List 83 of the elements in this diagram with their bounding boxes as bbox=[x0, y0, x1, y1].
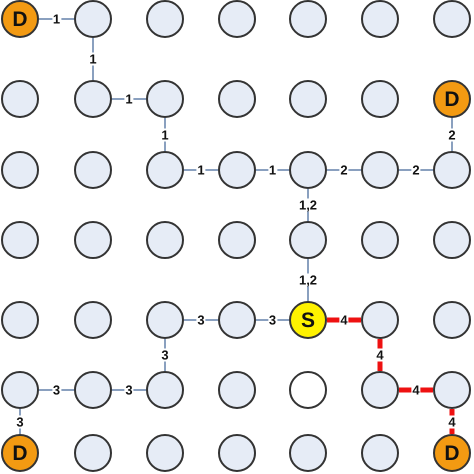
edge-label: 4 bbox=[411, 384, 421, 396]
node-circle bbox=[146, 371, 184, 409]
node-label: D bbox=[12, 442, 28, 464]
node-circle bbox=[1, 80, 39, 118]
node-circle bbox=[218, 371, 256, 409]
node-label: D bbox=[444, 88, 460, 110]
node-circle bbox=[74, 301, 112, 339]
node-circle bbox=[74, 434, 112, 472]
node-circle bbox=[1, 371, 39, 409]
node-circle bbox=[361, 371, 399, 409]
node-circle bbox=[289, 371, 327, 409]
node-circle bbox=[74, 151, 112, 189]
edge-label: 4 bbox=[375, 348, 385, 362]
edge-label: 4 bbox=[447, 415, 457, 428]
node-circle bbox=[433, 0, 471, 38]
edge-label: 3 bbox=[124, 384, 134, 396]
node-circle bbox=[289, 434, 327, 472]
node-circle bbox=[146, 151, 184, 189]
edge-label: 1 bbox=[52, 12, 62, 26]
edge-label: 4 bbox=[339, 314, 349, 326]
node-circle bbox=[218, 301, 256, 339]
connector-line bbox=[256, 169, 289, 171]
edge-label: 3 bbox=[15, 415, 25, 428]
node-circle bbox=[361, 434, 399, 472]
node-circle bbox=[289, 301, 327, 339]
node-circle bbox=[361, 151, 399, 189]
node-circle bbox=[289, 151, 327, 189]
node-label: S bbox=[300, 310, 315, 330]
node-circle bbox=[1, 221, 39, 259]
node-circle bbox=[146, 434, 184, 472]
node-circle bbox=[433, 371, 471, 409]
node-circle bbox=[74, 0, 112, 38]
node-circle bbox=[74, 221, 112, 259]
node-circle bbox=[1, 0, 39, 38]
connector-line bbox=[112, 98, 146, 100]
node-circle bbox=[146, 80, 184, 118]
node-circle bbox=[433, 434, 471, 472]
connector-line bbox=[307, 259, 309, 301]
connector-line bbox=[39, 18, 74, 20]
node-circle bbox=[433, 151, 471, 189]
node-circle bbox=[146, 301, 184, 339]
node-circle bbox=[361, 80, 399, 118]
connector-line bbox=[307, 189, 309, 221]
edge-label: 1 bbox=[124, 92, 134, 106]
connector-line bbox=[327, 318, 361, 322]
node-circle bbox=[218, 434, 256, 472]
edge-label: 1,2 bbox=[298, 198, 318, 212]
node-circle bbox=[433, 301, 471, 339]
node-circle bbox=[433, 80, 471, 118]
node-circle bbox=[74, 80, 112, 118]
edge-label: 2 bbox=[411, 164, 421, 176]
node-circle bbox=[218, 80, 256, 118]
edge-label: 3 bbox=[268, 314, 278, 326]
node-circle bbox=[433, 221, 471, 259]
connector-line bbox=[184, 169, 218, 171]
node-label: D bbox=[444, 442, 460, 464]
edge-label: 3 bbox=[196, 314, 206, 326]
node-circle bbox=[146, 0, 184, 38]
node-circle bbox=[146, 221, 184, 259]
edge-label: 3 bbox=[52, 384, 62, 396]
node-circle bbox=[1, 151, 39, 189]
edge-label: 1 bbox=[268, 164, 278, 176]
edge-label: 1 bbox=[196, 164, 206, 176]
node-circle bbox=[289, 80, 327, 118]
node-circle bbox=[218, 221, 256, 259]
edge-label: 1 bbox=[160, 128, 170, 141]
node-circle bbox=[74, 371, 112, 409]
edge-label: 2 bbox=[339, 164, 349, 176]
node-circle bbox=[289, 0, 327, 38]
edge-label: 1,2 bbox=[298, 274, 318, 286]
node-circle bbox=[289, 221, 327, 259]
node-circle bbox=[361, 221, 399, 259]
node-circle bbox=[218, 0, 256, 38]
edge-label: 3 bbox=[160, 348, 170, 362]
edge-label: 1 bbox=[88, 52, 98, 66]
node-circle bbox=[1, 301, 39, 339]
node-circle bbox=[218, 151, 256, 189]
node-circle bbox=[361, 0, 399, 38]
node-circle bbox=[1, 434, 39, 472]
edge-label: 2 bbox=[447, 128, 457, 141]
node-label: D bbox=[12, 8, 28, 30]
node-circle bbox=[361, 301, 399, 339]
connector-line bbox=[399, 388, 433, 392]
